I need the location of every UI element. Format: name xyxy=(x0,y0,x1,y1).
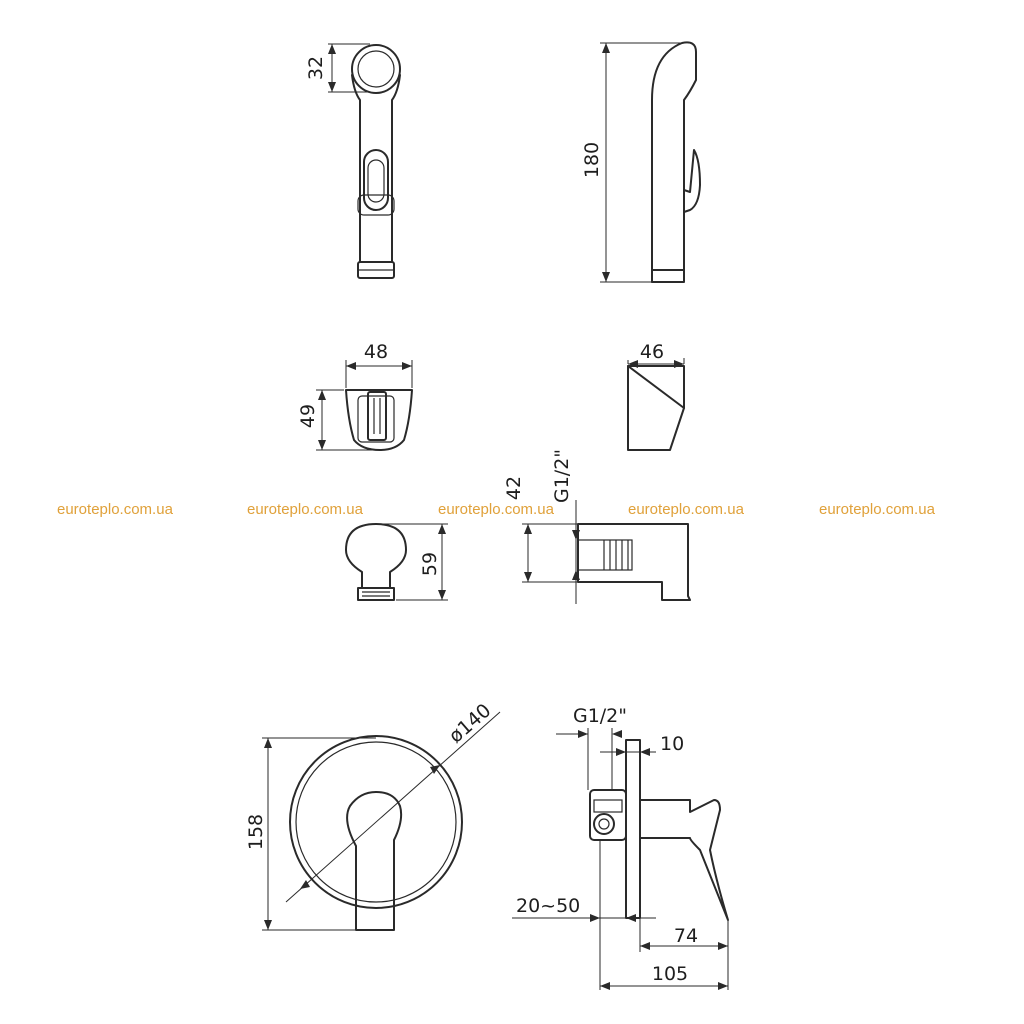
watermark-1: euroteplo.com.ua xyxy=(57,501,174,518)
watermark-row: euroteplo.com.ua euroteplo.com.ua eurote… xyxy=(57,501,936,518)
dim-spray-head-diameter: 32 xyxy=(305,56,327,80)
watermark-5: euroteplo.com.ua xyxy=(819,501,936,518)
dim-connector-height: 59 xyxy=(419,552,441,576)
dim-holder-height: 49 xyxy=(297,404,319,428)
dim-spray-length: 180 xyxy=(581,142,603,178)
connector-side-view: 42 G1/2" xyxy=(503,449,691,604)
holder-side-view: 46 xyxy=(627,341,685,451)
dim-wall-depth: 20~50 xyxy=(516,895,580,917)
watermark-3: euroteplo.com.ua xyxy=(438,501,555,518)
dim-mixer-thread: G1/2" xyxy=(573,705,627,727)
mixer-side-view: G1/2" 10 20~50 74 105 xyxy=(512,705,729,990)
watermark-2: euroteplo.com.ua xyxy=(247,501,364,518)
spray-side-view: 180 xyxy=(581,41,701,283)
dim-plate-thickness: 10 xyxy=(660,733,684,755)
dim-connector-offset: 42 xyxy=(503,476,525,500)
dim-plate-height: 158 xyxy=(245,814,267,850)
watermark-4: euroteplo.com.ua xyxy=(628,501,745,518)
dim-holder-width: 48 xyxy=(364,341,388,363)
wall-plate-front-view: ø140 158 xyxy=(245,699,501,931)
dim-handle-projection: 74 xyxy=(674,925,698,947)
dim-connector-thread: G1/2" xyxy=(551,449,573,503)
dim-holder-depth: 46 xyxy=(640,341,664,363)
holder-front-view: 48 49 xyxy=(297,341,413,451)
connector-front-view: 59 xyxy=(345,523,448,601)
spray-head-front-view: 32 xyxy=(305,43,401,279)
dim-total-depth: 105 xyxy=(652,963,688,985)
